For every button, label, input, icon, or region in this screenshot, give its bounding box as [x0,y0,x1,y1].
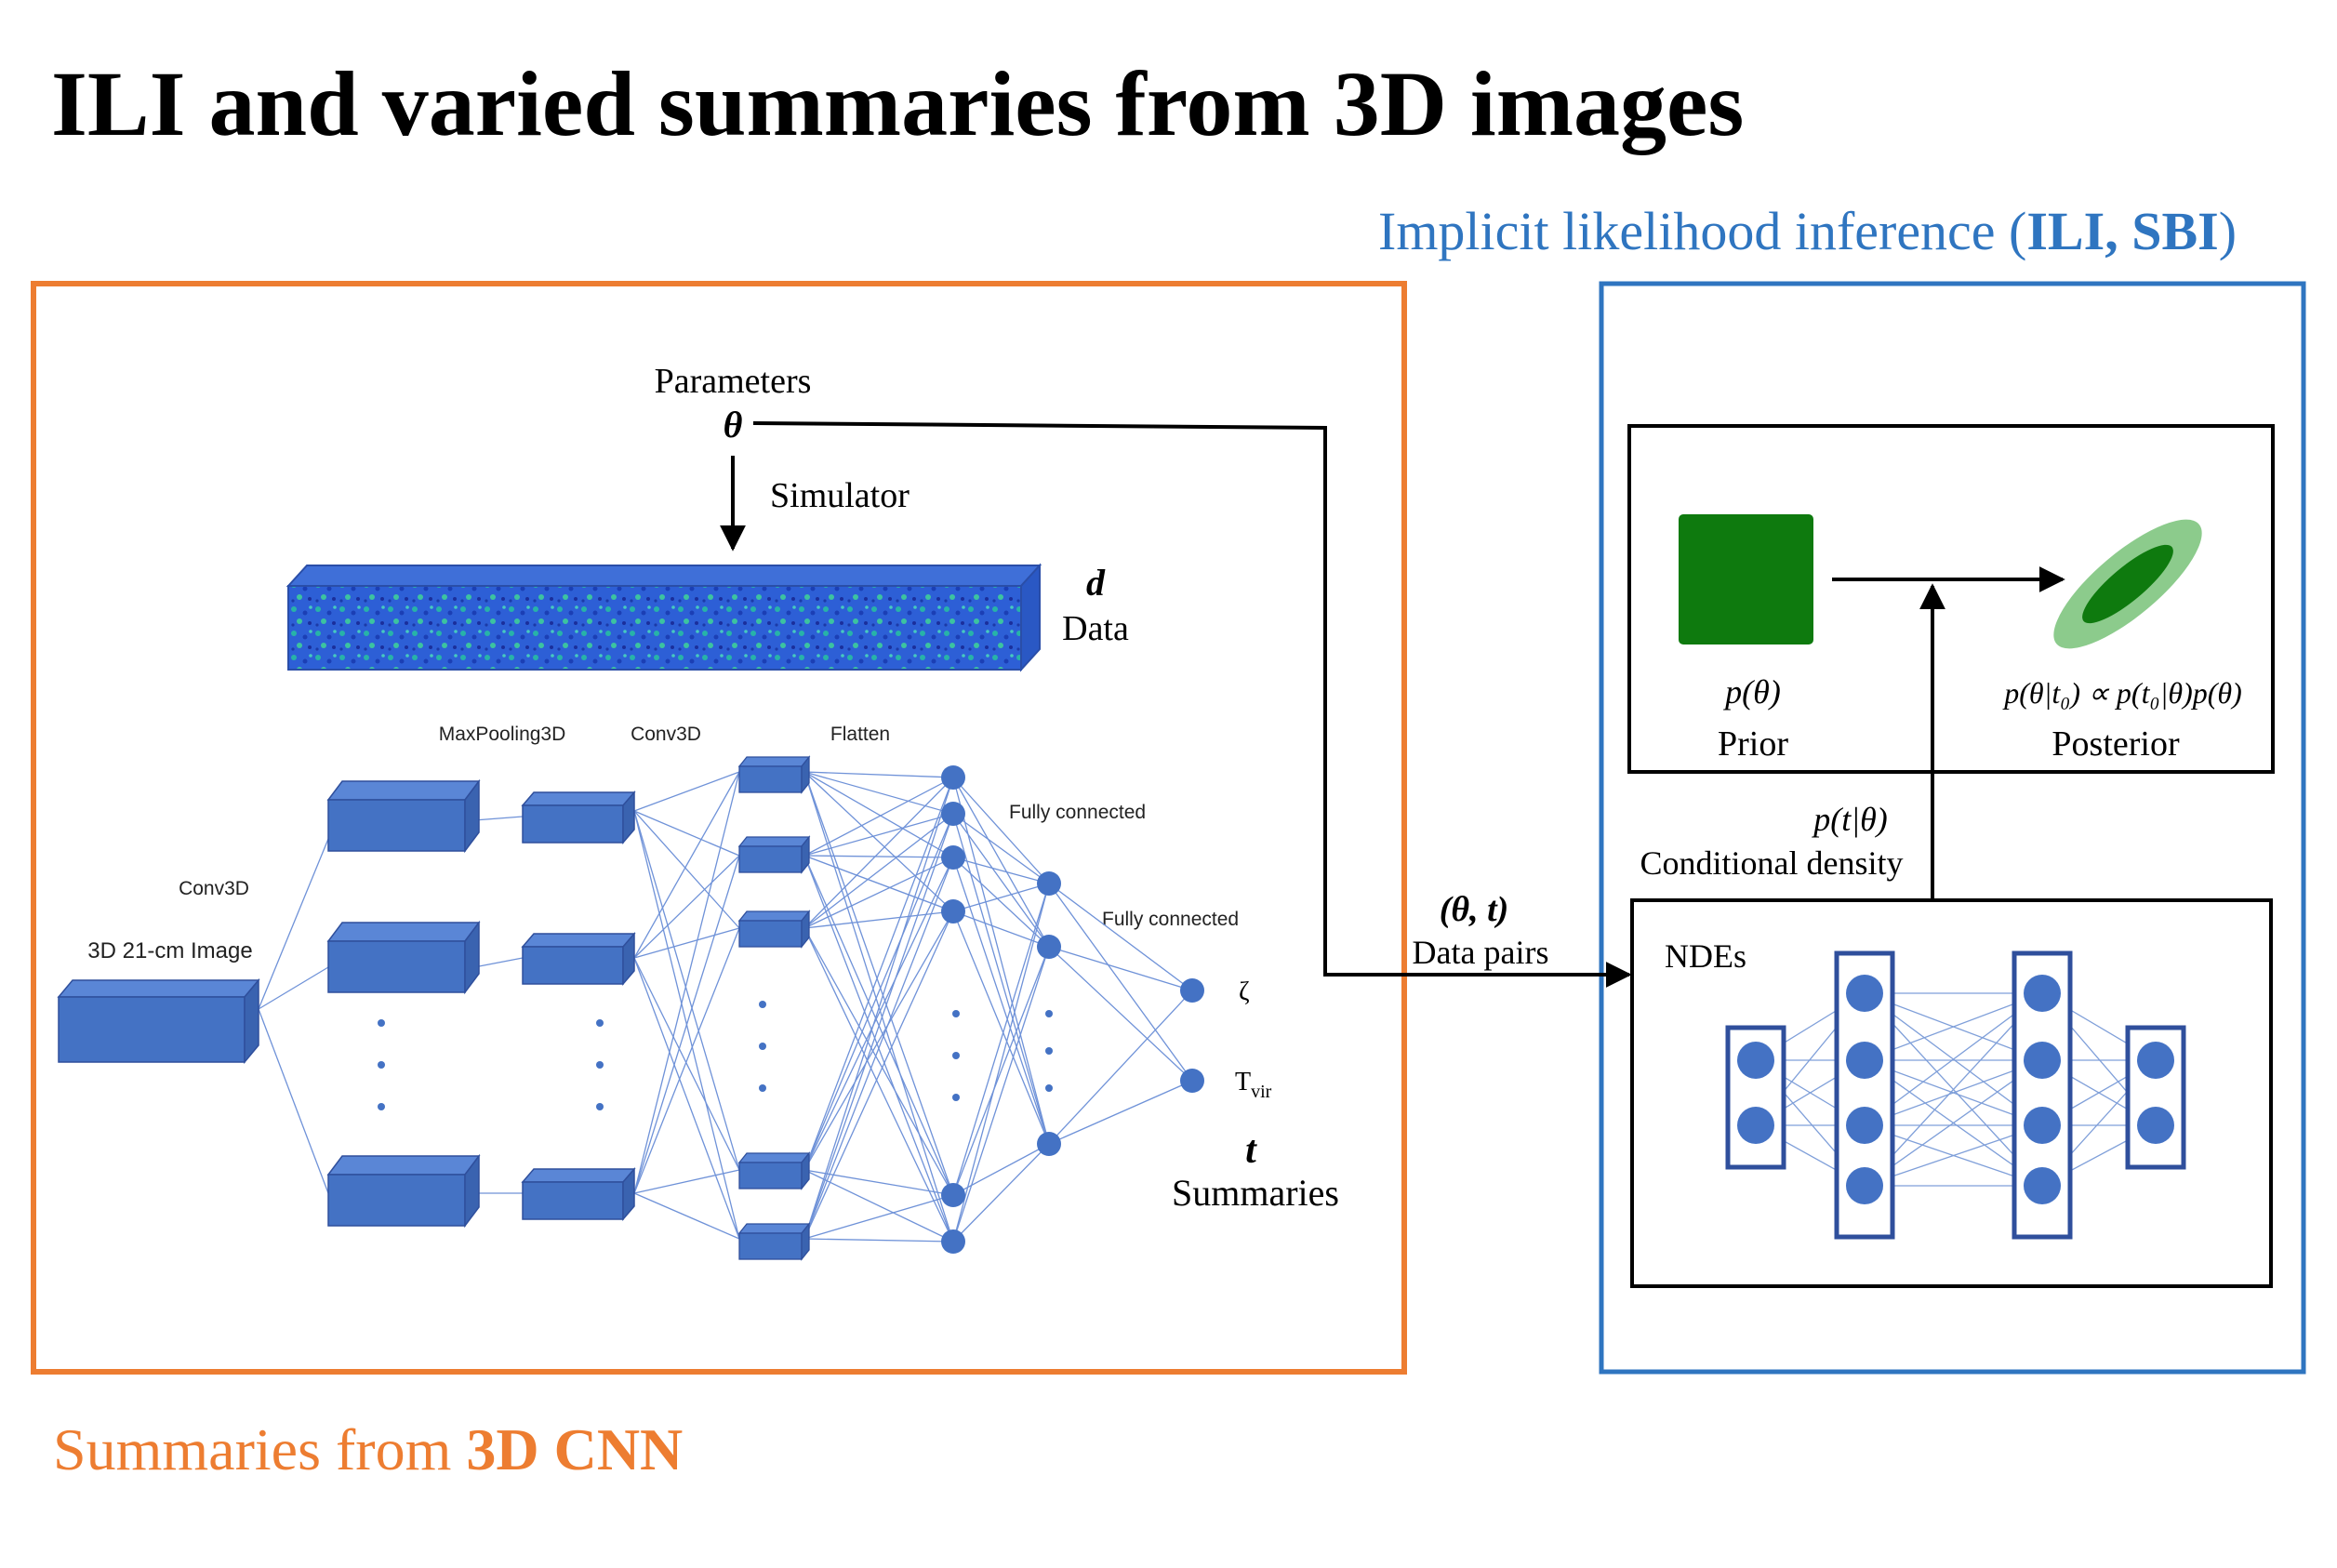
input-image-block [57,977,260,1065]
conditional-density-label: Conditional density [1640,844,1904,882]
summaries-label: Summaries [1172,1172,1339,1214]
tvir-label: Tvir [1235,1068,1272,1102]
maxpool-layer-column [521,790,636,1222]
tvir-base: T [1235,1068,1251,1096]
tvir-sub: vir [1251,1082,1272,1102]
fully-connected-2-label: Fully connected [1102,909,1239,930]
cnn-network [57,755,1204,1261]
input-image-label: 3D 21-cm Image [87,938,252,963]
cnn-panel-border [31,281,1407,1375]
prior-posterior-box [1627,424,2275,774]
nde-box [1630,898,2273,1288]
ili-caption: Implicit likelihood inference (ILI, SBI) [1378,201,2237,261]
posterior-ellipse [2053,519,2202,649]
slide-title: ILI and varied summaries from 3D images [51,52,1744,155]
simulator-label: Simulator [770,476,910,515]
ili-caption-bold: ILI, SBI [2026,201,2218,261]
nde-network [1725,950,2186,1240]
data-symbol: d [1086,562,1106,604]
theta-symbol: θ [724,404,743,445]
posterior-expression: p(θ|t₀) ∝ p(t₀|θ)p(θ) [2002,676,2242,710]
pair-label: (θ, t) [1440,890,1509,929]
summaries-symbol: t [1245,1129,1257,1172]
conv3d-layer-column [326,778,481,1229]
cnn-connections [258,771,1193,1242]
flatten-layer-column [737,755,811,1261]
ili-caption-prefix: Implicit likelihood inference ( [1378,201,2026,261]
nde-label: NDEs [1665,937,1746,975]
ili-caption-suffix: ) [2219,201,2237,261]
maxpooling-label: MaxPooling3D [439,724,566,745]
parameters-label: Parameters [655,362,812,401]
prior-square [1679,514,1813,644]
conv3d-top-label: Conv3D [631,724,701,745]
zeta-label: ζ [1239,977,1250,1006]
data-label: Data [1062,609,1129,648]
cnn-caption: Summaries from 3D CNN [53,1416,683,1482]
flatten-label: Flatten [830,724,890,745]
prior-label: Prior [1718,724,1788,764]
fully-connected-2-nodes [1037,871,1061,1156]
conditional-density-expression: p(t|θ) [1811,801,1888,838]
data-pairs-label: Data pairs [1413,934,1549,971]
cnn-caption-prefix: Summaries from [53,1416,466,1482]
cnn-caption-bold: 3D CNN [466,1416,683,1482]
prior-expression: p(θ) [1722,673,1781,711]
theta-connector-line [752,421,1632,988]
conv3d-left-label: Conv3D [179,878,249,899]
fully-connected-1-nodes [941,765,965,1254]
posterior-label: Posterior [2052,724,2180,764]
ili-panel-border [1599,281,2306,1375]
output-node-tvir [1180,1069,1204,1093]
fully-connected-1-label: Fully connected [1009,802,1146,823]
output-node-zeta [1180,978,1204,1003]
data-volume [285,563,1042,672]
